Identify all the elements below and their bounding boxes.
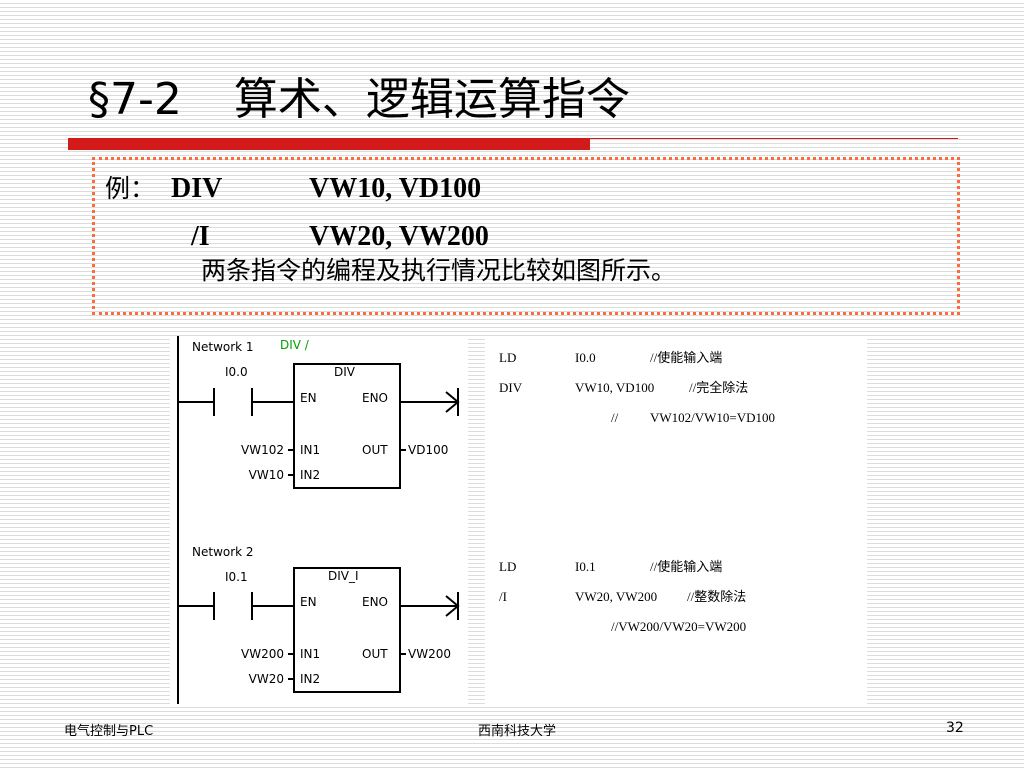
network-1-in1-pin: IN1 [300, 443, 320, 457]
slide-title: §7-2 算术、逻辑运算指令 [88, 70, 630, 130]
stl-comment: VW102/VW10=VD100 [650, 410, 776, 425]
network-2-contact-label: I0.1 [225, 570, 248, 584]
network-1-label: Network 1 [192, 340, 254, 354]
example-line-2-op: /I [191, 221, 210, 252]
network-1-out-pin: OUT [362, 443, 388, 457]
example-line-2-operands: VW20, VW200 [309, 221, 489, 252]
network-1-eno-pin: ENO [362, 391, 388, 405]
stl-operand: // [611, 410, 619, 425]
stl-comment: //使能输入端 [650, 559, 723, 574]
network-2-div-i-box[interactable] [293, 567, 401, 693]
network-1-in1-operand: VW102 [241, 443, 284, 457]
network-2-box-title: DIV_I [328, 569, 359, 583]
example-note: 两条指令的编程及执行情况比较如图所示。 [201, 256, 677, 285]
network-1-box-title: DIV [334, 365, 356, 379]
stl-comment: //整数除法 [687, 589, 747, 604]
ladder-svg: Network 1 DIV / I0.0 DIV EN ENO IN1 IN2 … [177, 336, 460, 704]
network-1-in2-pin: IN2 [300, 468, 320, 482]
footer-course: 电气控制与PLC [64, 724, 154, 739]
network-1-comment: DIV / [280, 338, 310, 352]
network-2-in2-pin: IN2 [300, 672, 320, 686]
network-1-output-arrow [400, 388, 460, 416]
network-1-div-box[interactable] [293, 363, 401, 489]
example-prefix: 例： [105, 174, 156, 203]
network-2-eno-pin: ENO [362, 595, 388, 609]
network-2-out-pin: OUT [362, 647, 388, 661]
network-1-en-pin: EN [300, 391, 317, 405]
network-2-output-arrow [400, 592, 460, 620]
network-2-label: Network 2 [192, 545, 254, 559]
network-1-out-operand: VD100 [408, 443, 448, 457]
network-2-in1-operand: VW200 [241, 647, 284, 661]
example-line-1-operands: VW10, VD100 [309, 173, 482, 204]
stl-op: LD [499, 559, 517, 574]
title-underline-bar [68, 138, 590, 150]
stl-operand: I0.1 [575, 559, 596, 574]
network-2-in1-pin: IN1 [300, 647, 320, 661]
stl-comment: //使能输入端 [650, 350, 723, 365]
ladder-diagram: Network 1 DIV / I0.0 DIV EN ENO IN1 IN2 … [170, 336, 468, 704]
stl-op: DIV [499, 380, 523, 395]
network-2-out-operand: VW200 [408, 647, 451, 661]
network-1-contact[interactable] [178, 388, 294, 416]
page-number: 32 [946, 720, 964, 736]
footer-university: 西南科技大学 [478, 724, 557, 739]
stl-operand: VW10, VD100 [575, 380, 655, 395]
stl-listing: LD I0.0 //使能输入端 DIV VW10, VD100 //完全除法 /… [485, 336, 867, 704]
section-number: §7-2 [88, 74, 182, 125]
stl-operand: I0.0 [575, 350, 596, 365]
stl-op: LD [499, 350, 517, 365]
network-2-in2-operand: VW20 [249, 672, 284, 686]
example-box: 例： DIV VW10, VD100 /I VW20, VW200 两条指令的编… [92, 157, 960, 315]
title-text: 算术、逻辑运算指令 [233, 74, 630, 125]
example-line-1-op: DIV [171, 173, 223, 204]
title-underline-rule [590, 138, 958, 139]
stl-operand: //VW200/VW20=VW200 [611, 619, 747, 634]
stl-op: /I [499, 589, 507, 604]
network-2-en-pin: EN [300, 595, 317, 609]
example-line-1: 例： [105, 172, 155, 206]
stl-comment: //完全除法 [689, 380, 749, 395]
network-2-contact[interactable] [178, 592, 294, 620]
network-1-contact-label: I0.0 [225, 365, 248, 379]
stl-operand: VW20, VW200 [575, 589, 658, 604]
network-1-in2-operand: VW10 [249, 468, 284, 482]
